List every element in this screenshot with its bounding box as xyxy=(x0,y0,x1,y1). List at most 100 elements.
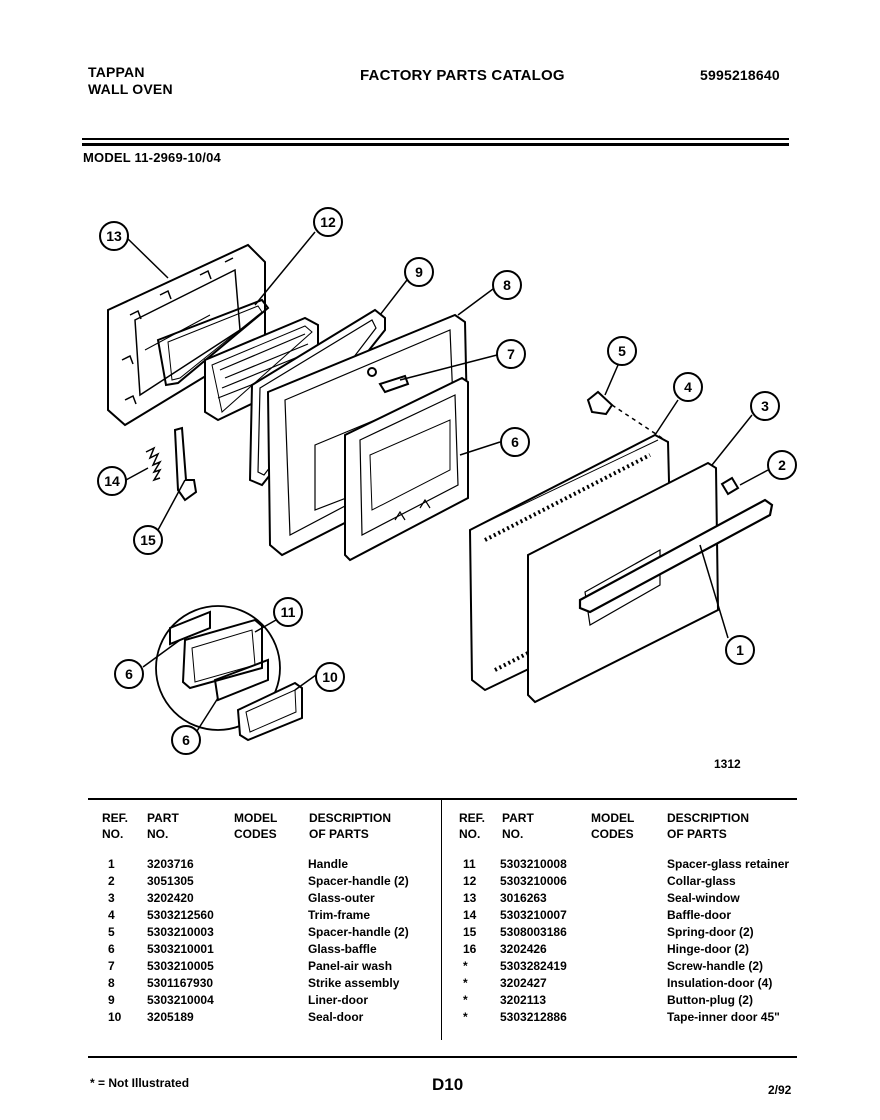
row-ref: 15 xyxy=(463,925,477,939)
revision-date: 2/92 xyxy=(768,1083,792,1097)
row-desc: Spacer-handle (2) xyxy=(308,874,409,888)
row-part: 5303210004 xyxy=(147,993,214,1007)
row-ref: 3 xyxy=(108,891,115,905)
row-desc: Screw-handle (2) xyxy=(667,959,764,973)
row-part: 3202426 xyxy=(500,942,547,956)
row-ref: * xyxy=(463,1010,468,1024)
row-part: 3203716 xyxy=(147,857,194,871)
row-desc: Tape-inner door 45" xyxy=(667,1010,780,1024)
header-ref-right: REF.NO. xyxy=(459,811,486,841)
row-desc: Trim-frame xyxy=(308,908,371,922)
row-part: 5303212560 xyxy=(147,908,214,922)
figure-number: 1312 xyxy=(714,757,741,771)
catalog-title: FACTORY PARTS CATALOG xyxy=(360,67,565,84)
row-part: 3016263 xyxy=(500,891,547,905)
table-divider xyxy=(441,800,442,1040)
row-ref: * xyxy=(463,993,468,1007)
callout-label-13: 12 xyxy=(320,214,336,230)
row-ref: 9 xyxy=(108,993,115,1007)
row-desc: Seal-door xyxy=(308,1010,364,1024)
row-desc: Seal-window xyxy=(667,891,740,905)
row-desc: Glass-baffle xyxy=(308,942,377,956)
row-ref: 10 xyxy=(108,1010,122,1024)
callout-label-7: 6 xyxy=(511,434,519,450)
row-part: 3202427 xyxy=(500,976,547,990)
hinge-door-part xyxy=(173,426,198,502)
row-part: 5303210003 xyxy=(147,925,214,939)
row-desc: Hinge-door (2) xyxy=(667,942,749,956)
row-part: 3202113 xyxy=(500,993,547,1007)
callout-label-3: 3 xyxy=(761,398,769,414)
leader-lines xyxy=(125,231,769,732)
page-number: D10 xyxy=(432,1075,464,1094)
row-part: 5301167930 xyxy=(147,976,214,990)
callout-label-10: 9 xyxy=(415,264,423,280)
row-part: 5303210007 xyxy=(500,908,567,922)
handle-part xyxy=(578,498,774,614)
row-ref: 6 xyxy=(108,942,115,956)
row-ref: 5 xyxy=(108,925,115,939)
row-part: 5303282419 xyxy=(500,959,567,973)
strike-assembly-part xyxy=(378,374,410,394)
header-rule-bottom xyxy=(82,143,789,146)
callout-label-9: 8 xyxy=(503,277,511,293)
callout-label-11: 10 xyxy=(322,669,338,685)
row-ref: 11 xyxy=(463,857,476,871)
callout-label-6b: 6 xyxy=(182,732,190,748)
table-top-rule xyxy=(88,798,797,800)
callout-label-5: 5 xyxy=(618,343,626,359)
callout-label-1: 1 xyxy=(736,642,744,658)
brand-name: TAPPAN xyxy=(88,64,145,80)
row-ref: 1 xyxy=(108,857,115,871)
row-part: 5308003186 xyxy=(500,925,567,939)
callout-label-8: 7 xyxy=(507,346,515,362)
callout-label-16: 15 xyxy=(140,532,156,548)
row-desc: Collar-glass xyxy=(667,874,736,888)
header-rule-top xyxy=(82,138,789,140)
row-ref: 7 xyxy=(108,959,115,973)
row-desc: Strike assembly xyxy=(308,976,400,990)
row-ref: 12 xyxy=(463,874,477,888)
spring-door-part xyxy=(145,446,162,482)
row-desc: Handle xyxy=(308,857,349,871)
row-desc: Liner-door xyxy=(308,993,368,1007)
row-part: 3202420 xyxy=(147,891,194,905)
row-part: 3205189 xyxy=(147,1010,194,1024)
row-part: 3051305 xyxy=(147,874,194,888)
callout-label-2: 2 xyxy=(778,457,786,473)
callout-label-15: 14 xyxy=(104,473,120,489)
row-desc: Spacer-handle (2) xyxy=(308,925,409,939)
row-ref: 4 xyxy=(108,908,115,922)
catalog-number: 5995218640 xyxy=(700,67,780,83)
row-desc: Glass-outer xyxy=(308,891,375,905)
row-ref: * xyxy=(463,976,468,990)
callout-label-6a: 6 xyxy=(125,666,133,682)
row-ref: 16 xyxy=(463,942,477,956)
product-name: WALL OVEN xyxy=(88,81,173,97)
header-ref: REF.NO. xyxy=(102,811,129,841)
callout-label-14: 13 xyxy=(106,228,122,244)
panel-air-wash-part xyxy=(344,376,469,562)
not-illustrated-note: * = Not Illustrated xyxy=(90,1076,190,1090)
row-ref: 14 xyxy=(463,908,477,922)
row-desc: Baffle-door xyxy=(667,908,731,922)
callout-label-12: 11 xyxy=(281,604,296,620)
detail-circle xyxy=(155,605,303,742)
row-desc: Insulation-door (4) xyxy=(667,976,773,990)
row-ref: 13 xyxy=(463,891,477,905)
row-desc: Button-plug (2) xyxy=(667,993,753,1007)
table-bottom-rule xyxy=(88,1056,797,1058)
model-number: MODEL 11-2969-10/04 xyxy=(83,150,221,165)
row-part: 5303212886 xyxy=(500,1010,567,1024)
row-part: 5303210006 xyxy=(500,874,567,888)
row-ref: 8 xyxy=(108,976,115,990)
seal-window-part xyxy=(156,298,270,387)
row-desc: Spring-door (2) xyxy=(667,925,754,939)
row-desc: Spacer-glass retainer xyxy=(667,857,790,871)
